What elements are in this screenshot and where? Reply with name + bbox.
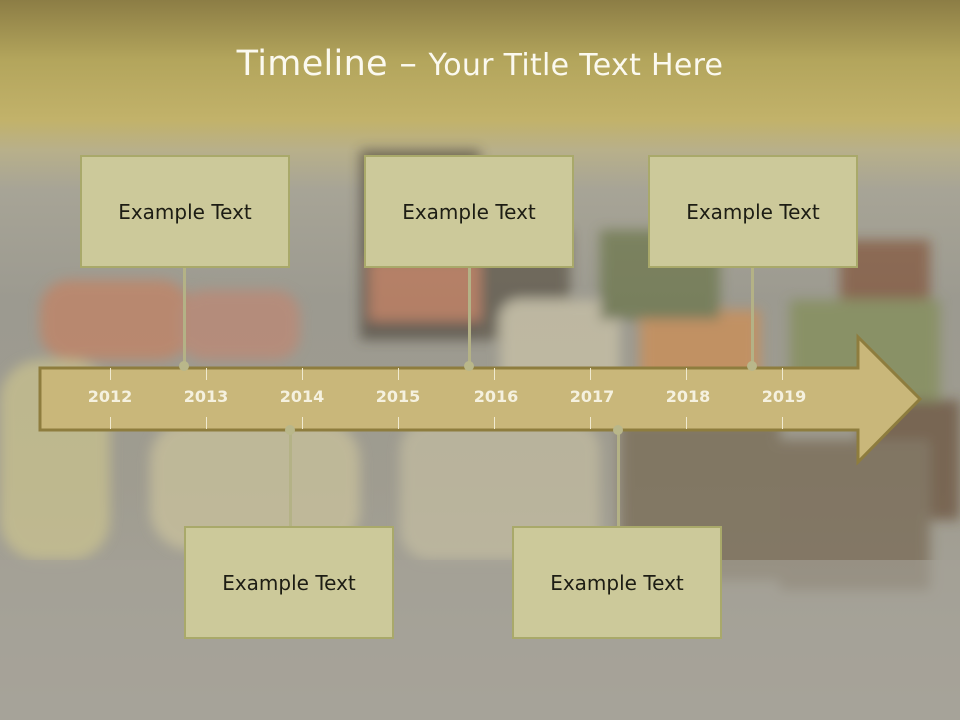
title-main: Timeline – (236, 44, 429, 84)
tick-2018 (686, 368, 687, 380)
year-label: 2019 (761, 387, 807, 406)
connector-line (289, 432, 292, 527)
connector-dot (179, 361, 189, 371)
tick-2014-bottom (302, 417, 303, 429)
tick-2013-bottom (206, 417, 207, 429)
event-box-label: Example Text (222, 570, 356, 595)
tick-2015-bottom (398, 417, 399, 429)
slide-title: Timeline – Your Title Text Here (0, 44, 960, 84)
year-label: 2015 (375, 387, 421, 406)
year-label: 2012 (87, 387, 133, 406)
tick-2016-bottom (494, 417, 495, 429)
connector-line (183, 268, 186, 366)
event-box-label: Example Text (402, 199, 536, 224)
event-box: Example Text (648, 155, 858, 268)
connector-dot (464, 361, 474, 371)
tick-2012-bottom (110, 417, 111, 429)
connector-line (751, 268, 754, 366)
year-label: 2013 (183, 387, 229, 406)
event-box: Example Text (512, 526, 722, 639)
event-box: Example Text (364, 155, 574, 268)
title-sub: Your Title Text Here (428, 48, 724, 83)
year-label: 2014 (279, 387, 325, 406)
connector-dot (747, 361, 757, 371)
event-box: Example Text (184, 526, 394, 639)
tick-2019 (782, 368, 783, 380)
event-box: Example Text (80, 155, 290, 268)
year-label: 2018 (665, 387, 711, 406)
connector-line (617, 432, 620, 527)
tick-2016 (494, 368, 495, 380)
tick-2017-bottom (590, 417, 591, 429)
connector-dot (613, 425, 623, 435)
tick-2019-bottom (782, 417, 783, 429)
connector-line (468, 268, 471, 366)
tick-2018-bottom (686, 417, 687, 429)
event-box-label: Example Text (550, 570, 684, 595)
year-label: 2016 (473, 387, 519, 406)
connector-dot (285, 425, 295, 435)
tick-2013 (206, 368, 207, 380)
year-label: 2017 (569, 387, 615, 406)
tick-2017 (590, 368, 591, 380)
event-box-label: Example Text (118, 199, 252, 224)
tick-2012 (110, 368, 111, 380)
tick-2014 (302, 368, 303, 380)
tick-2015 (398, 368, 399, 380)
event-box-label: Example Text (686, 199, 820, 224)
